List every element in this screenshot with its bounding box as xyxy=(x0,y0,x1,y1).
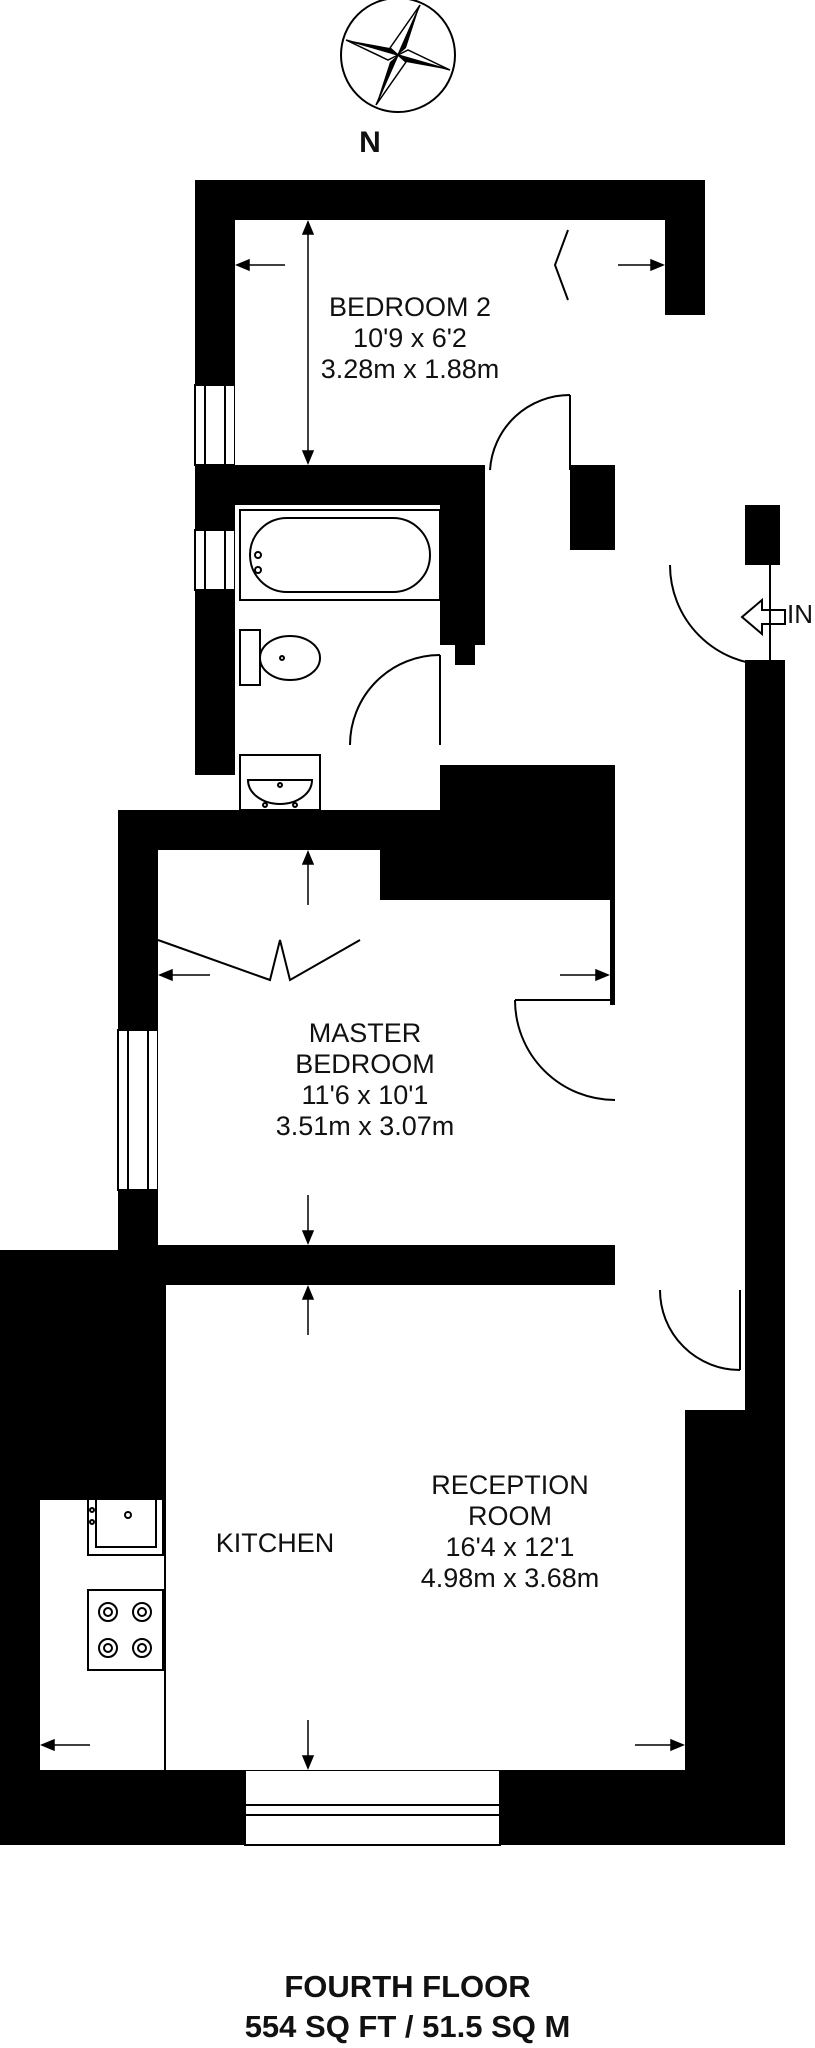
master-door xyxy=(514,999,616,1101)
compass-north-label: N xyxy=(359,126,381,159)
sink xyxy=(87,1474,164,1556)
bathroom-door xyxy=(349,654,441,746)
bathroom-fixtures xyxy=(239,509,441,811)
room-name-line2: ROOM xyxy=(468,1501,552,1532)
window xyxy=(194,529,236,591)
room-dim-imperial: 11'6 x 10'1 xyxy=(301,1080,429,1111)
compass-rose-icon xyxy=(340,0,456,113)
room-label-reception: RECEPTION ROOM 16'4 x 12'1 4.98m x 3.68m xyxy=(355,1470,665,1594)
window xyxy=(194,384,236,466)
dimension-arrows xyxy=(40,220,685,1770)
room-name: BEDROOM 2 xyxy=(328,292,492,322)
room-dim-metric: 4.98m x 3.68m xyxy=(420,1563,600,1594)
bedroom2-door xyxy=(489,393,571,471)
entrance-door xyxy=(669,564,771,666)
floor-title: FOURTH FLOOR xyxy=(284,1969,531,2004)
entrance-label: IN xyxy=(787,599,813,629)
room-dim-imperial: 10'9 x 6'2 xyxy=(353,323,467,354)
hob xyxy=(87,1589,164,1671)
room-label-master-bedroom: MASTER BEDROOM 11'6 x 10'1 3.51m x 3.07m xyxy=(210,1018,520,1142)
window xyxy=(244,1769,501,1846)
floor-area: 554 SQ FT / 51.5 SQ M xyxy=(244,2009,571,2044)
window xyxy=(117,1029,159,1191)
basin xyxy=(239,754,321,811)
room-label-bedroom2: BEDROOM 2 10'9 x 6'2 3.28m x 1.88m xyxy=(250,292,570,385)
room-dim-imperial: 16'4 x 12'1 xyxy=(445,1532,575,1563)
entrance-arrow-icon xyxy=(740,597,786,637)
room-dim-metric: 3.51m x 3.07m xyxy=(275,1111,455,1142)
room-name-line1: MASTER xyxy=(308,1018,422,1048)
room-dim-metric: 3.28m x 1.88m xyxy=(320,354,500,385)
windows xyxy=(117,384,501,1846)
doors xyxy=(157,229,771,1371)
room-name-line2: BEDROOM xyxy=(295,1049,435,1080)
reception-door xyxy=(659,1289,741,1371)
room-name-line1: RECEPTION xyxy=(431,1470,589,1500)
bathtub xyxy=(239,509,441,601)
room-label-kitchen: KITCHEN xyxy=(215,1528,335,1558)
kitchen-fixtures xyxy=(87,1285,166,1770)
